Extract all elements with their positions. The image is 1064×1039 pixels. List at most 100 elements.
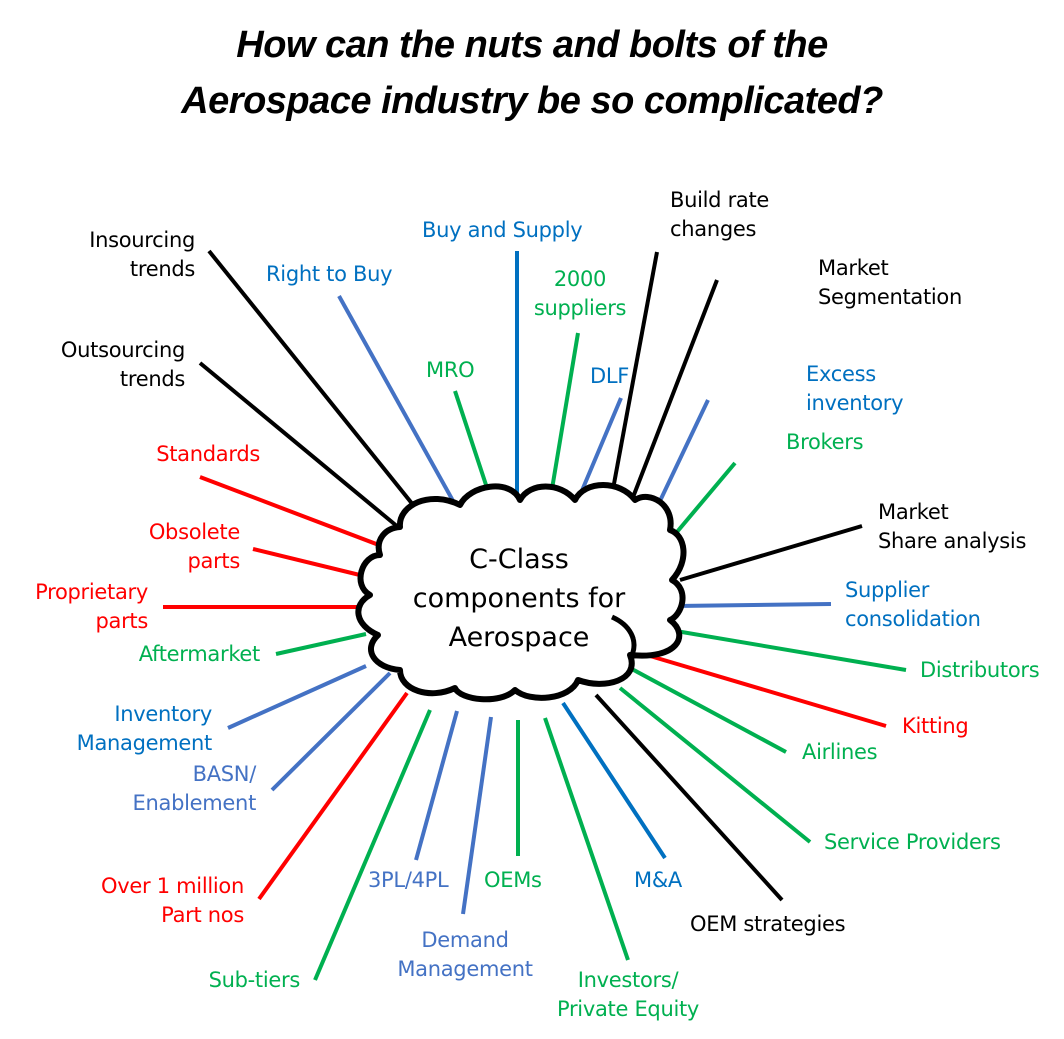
title-line-1: How can the nuts and bolts of the	[236, 24, 828, 66]
spoke-label-airlines: Airlines	[802, 738, 878, 767]
title-line-2: Aerospace industry be so complicated?	[181, 80, 883, 122]
spoke-label-aftermarket: Aftermarket	[60, 640, 261, 669]
spoke-label-line: trends	[119, 367, 185, 391]
spoke-label-mro: MRO	[426, 356, 475, 385]
spoke-label-line: parts	[95, 609, 148, 633]
spoke-label-dlf: DLF	[590, 362, 629, 391]
spoke-label-line: 2000	[553, 267, 607, 291]
spoke-label-investors-private-equity: Investors/Private Equity	[530, 966, 726, 1024]
spoke-label-line: Aftermarket	[138, 642, 261, 666]
spoke-label-line: Obsolete	[148, 520, 240, 544]
spoke-label-line: Buy and Supply	[422, 218, 583, 242]
spoke-line-service-providers	[618, 686, 812, 844]
spoke-line-aftermarket	[275, 632, 367, 656]
center-topic: C-Class components for Aerospace	[384, 540, 654, 657]
center-cloud-shape	[355, 482, 687, 703]
spoke-label-line: Share analysis	[878, 529, 1027, 553]
spoke-label-right-to-buy: Right to Buy	[266, 260, 393, 289]
spoke-label-line: Outsourcing	[60, 338, 185, 362]
cloud-inner-curl	[610, 614, 637, 656]
spoke-label-line: Insourcing	[89, 228, 195, 252]
spoke-label-line: OEM strategies	[690, 912, 846, 936]
spoke-label-line: Brokers	[786, 430, 864, 454]
spoke-label-line: Segmentation	[818, 285, 962, 309]
spoke-label-line: Enablement	[132, 791, 257, 815]
spoke-label-3pl-4pl: 3PL/4PL	[368, 866, 449, 895]
spoke-line-standards	[199, 475, 393, 552]
spoke-line-sub-tiers	[313, 709, 432, 981]
spoke-label-build-rate-changes: Build rate changes	[670, 186, 769, 244]
spoke-label-line: parts	[187, 549, 240, 573]
spoke-label-excess-inventory: Excess inventory	[806, 360, 904, 418]
spoke-line-kitting	[639, 651, 887, 728]
spoke-label-line: 3PL/4PL	[368, 868, 449, 892]
spoke-label-line: Standards	[156, 442, 260, 466]
spoke-label-outsourcing-trends: Outsourcing trends	[20, 336, 185, 394]
spoke-line-over-1-million-part-nos	[257, 691, 409, 901]
spoke-line-right-to-buy	[337, 295, 464, 518]
spoke-line-airlines	[629, 666, 787, 754]
spoke-label-line: Inventory	[114, 702, 212, 726]
spoke-label-m-and-a: M&A	[634, 866, 682, 895]
spoke-label-2000-suppliers: 2000 suppliers	[520, 265, 640, 323]
spoke-label-line: DLF	[590, 364, 630, 388]
spoke-label-line: suppliers	[533, 296, 627, 320]
spoke-label-line: Excess	[806, 362, 876, 386]
spoke-label-standards: Standards	[60, 440, 260, 469]
spoke-label-distributors: Distributors	[920, 656, 1040, 685]
spoke-label-line: Market	[878, 500, 949, 524]
spoke-line-investors-private-equity	[543, 717, 630, 961]
spoke-label-line: changes	[670, 217, 757, 241]
spoke-label-line: inventory	[806, 391, 904, 415]
spoke-label-line: Service Providers	[824, 830, 1001, 854]
spoke-line-market-segmentation	[628, 279, 719, 506]
spoke-label-line: trends	[129, 257, 195, 281]
spoke-line-demand-management	[461, 716, 493, 915]
spoke-label-line: Market	[818, 256, 889, 280]
spoke-line-m-and-a	[561, 701, 667, 860]
spoke-label-line: Right to Buy	[266, 262, 393, 286]
spoke-label-kitting: Kitting	[902, 712, 969, 741]
spoke-label-line: Part nos	[161, 903, 244, 927]
spoke-line-obsolete-parts	[252, 547, 369, 579]
spoke-label-service-providers: Service Providers	[824, 828, 1001, 857]
spoke-label-line: Management	[397, 957, 533, 981]
spoke-label-line: BASN/	[192, 762, 257, 786]
spoke-line-basn-enablement	[270, 671, 392, 792]
spoke-label-line: Build rate	[670, 188, 770, 212]
spoke-label-line: Investors/	[577, 968, 679, 992]
center-topic-line-2: components for	[412, 583, 626, 614]
spoke-line-build-rate-changes	[609, 251, 659, 501]
spoke-label-proprietary-parts: Proprietary parts	[0, 578, 148, 636]
spoke-label-line: Distributors	[920, 658, 1040, 682]
spoke-label-basn-enablement: BASN/Enablement	[60, 760, 257, 818]
spoke-label-sub-tiers: Sub-tiers	[170, 966, 301, 995]
spoke-label-line: Over 1 million	[101, 874, 244, 898]
spoke-label-line: Supplier	[845, 578, 930, 602]
spoke-label-line: Proprietary	[35, 580, 148, 604]
spoke-label-line: Kitting	[902, 714, 969, 738]
spoke-label-oem-strategies: OEM strategies	[690, 910, 846, 939]
spoke-line-3pl-4pl	[414, 710, 459, 861]
spoke-label-line: Airlines	[802, 740, 878, 764]
spoke-line-supplier-consolidation	[675, 602, 832, 608]
spoke-lines	[163, 249, 907, 981]
spoke-label-oems: OEMs	[484, 866, 542, 895]
spoke-label-line: Sub-tiers	[208, 968, 301, 992]
spoke-label-obsolete-parts: Obsolete parts	[90, 518, 240, 576]
spoke-line-outsourcing-trends	[198, 361, 400, 529]
spoke-line-mro	[453, 390, 492, 498]
spoke-line-distributors	[669, 628, 907, 672]
center-topic-line-1: C-Class	[469, 544, 569, 575]
spoke-line-2000-suppliers	[549, 332, 580, 496]
center-topic-line-3: Aerospace	[448, 622, 590, 653]
spoke-label-line: Demand	[421, 928, 509, 952]
spoke-label-line: Management	[76, 731, 213, 755]
spoke-label-line: MRO	[426, 358, 475, 382]
